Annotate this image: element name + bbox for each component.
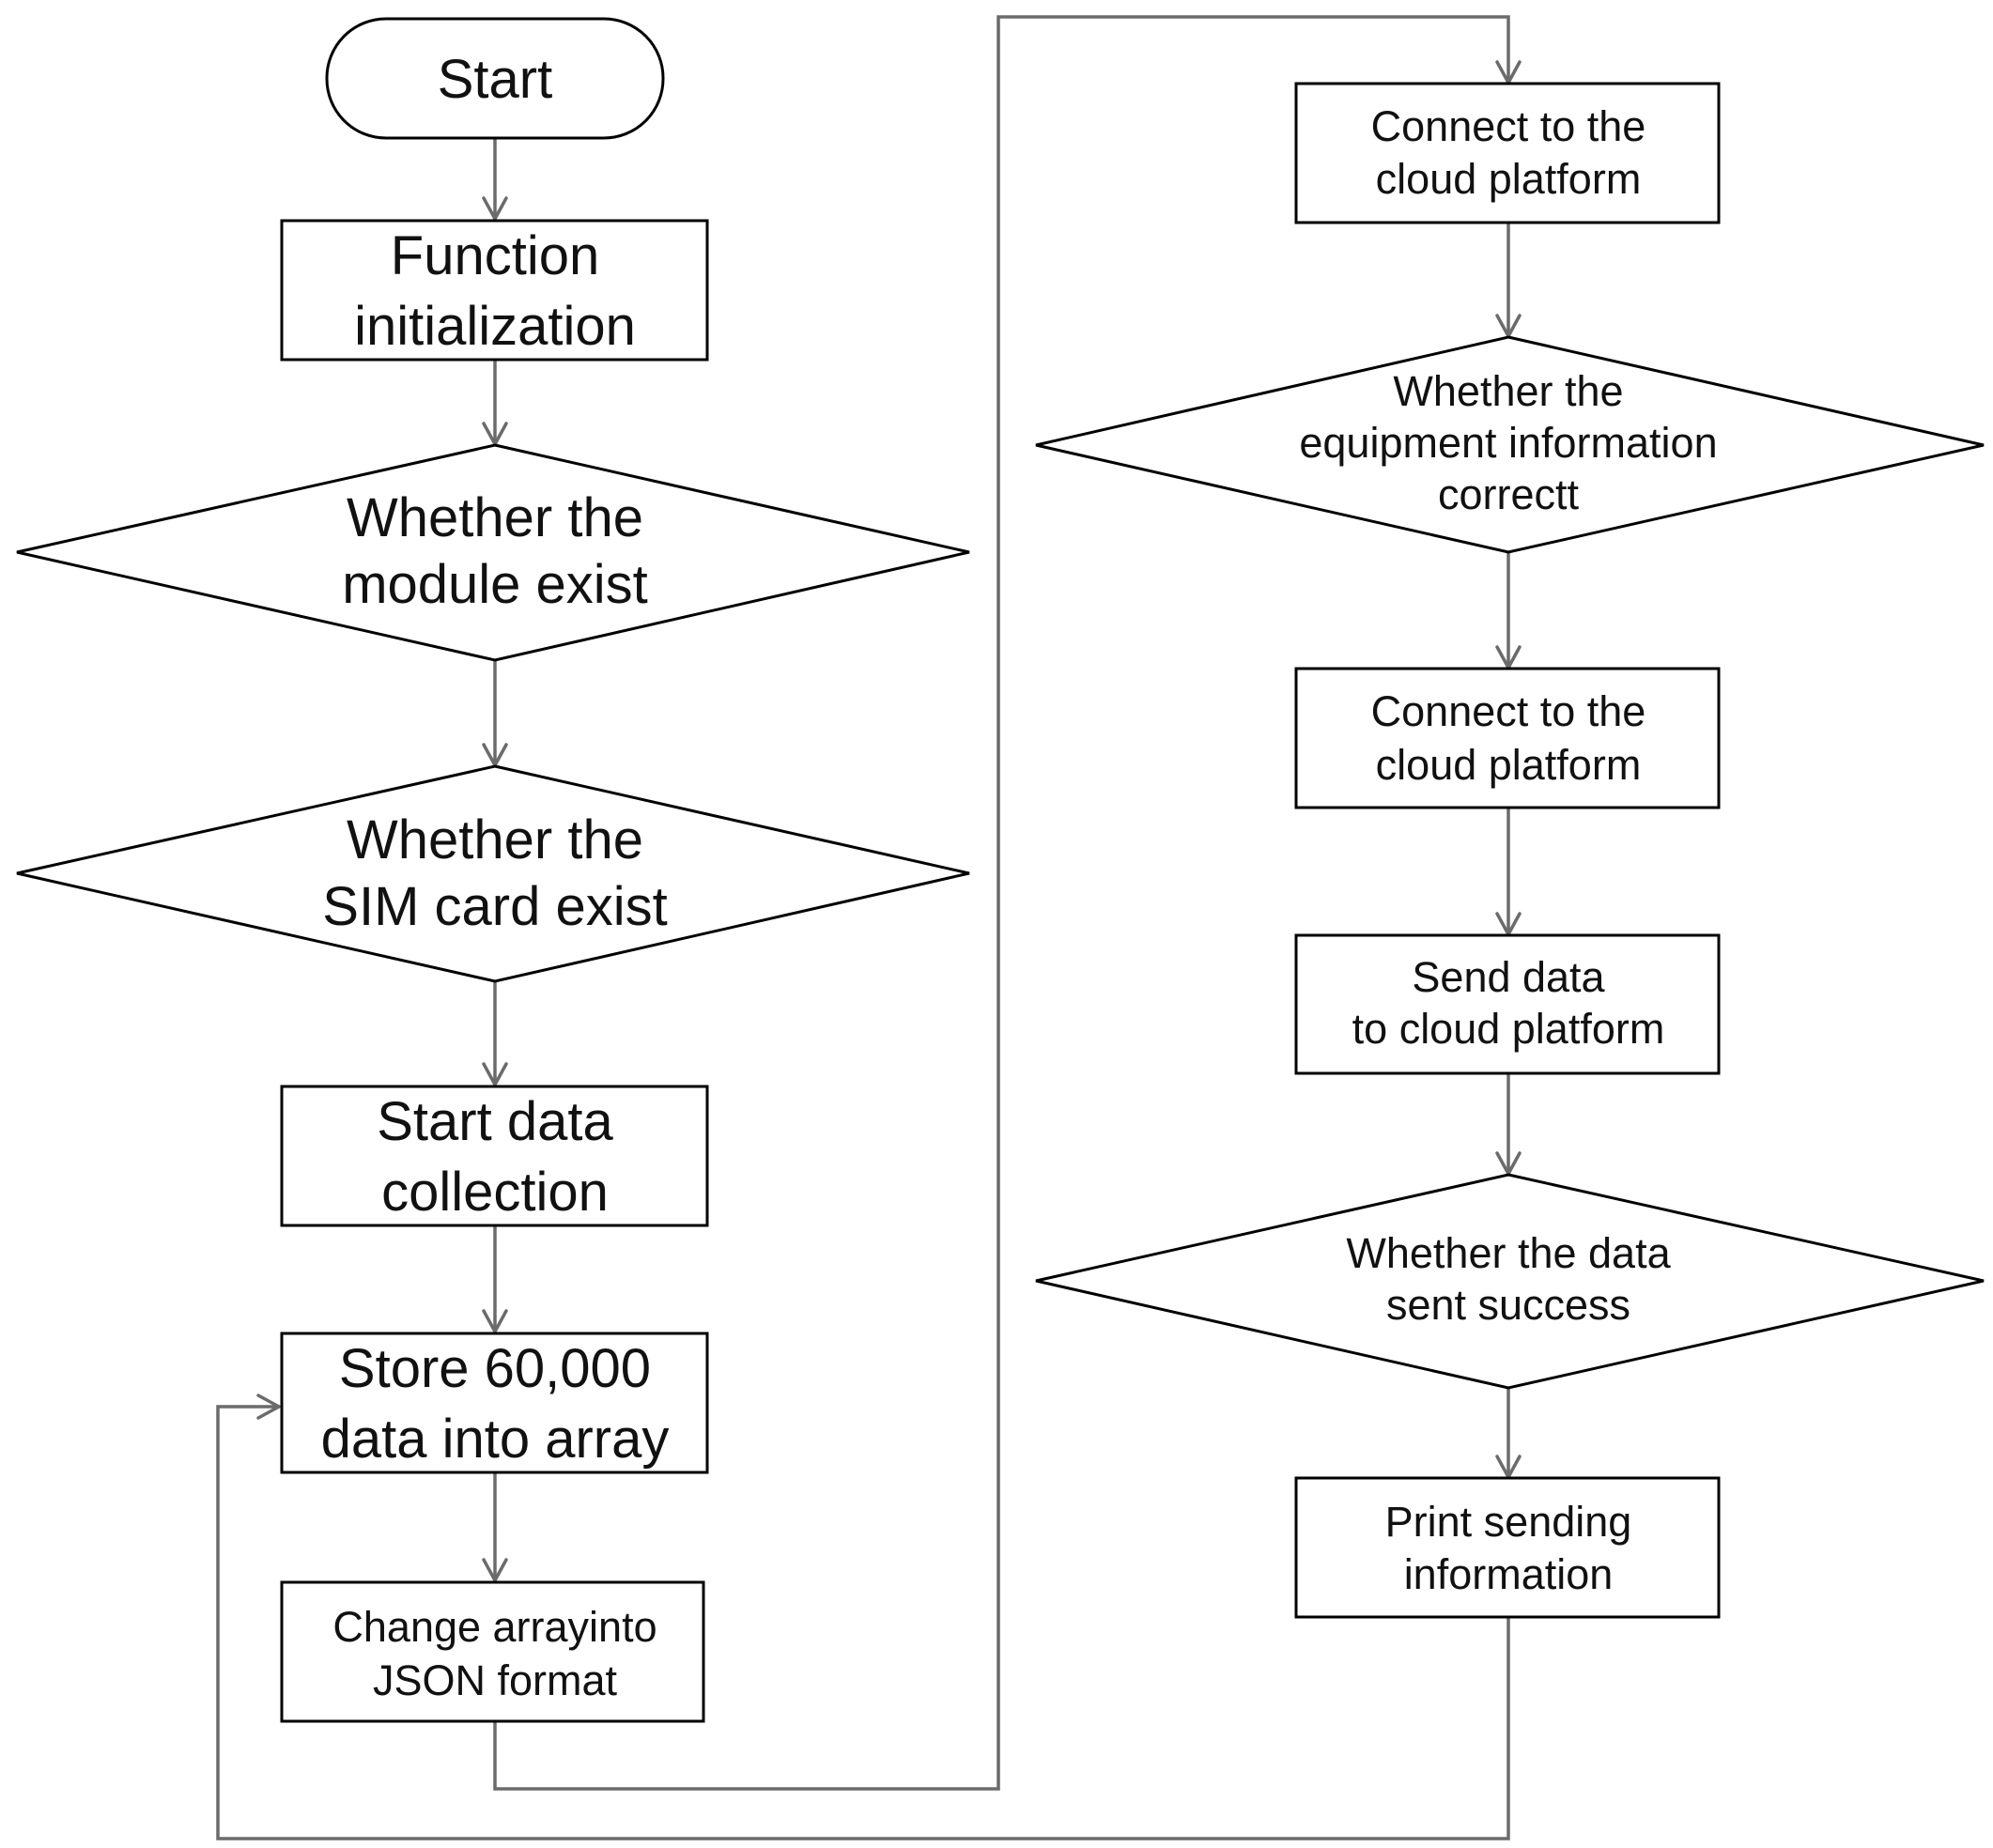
decision-diamond (1035, 335, 1985, 554)
node-label-line: Whether the (347, 487, 643, 548)
node-label-line: Print sending (1385, 1498, 1632, 1546)
node-connect-cloud-1: Connect to the cloud platform (1294, 82, 1721, 224)
node-label-line: correctt (1438, 470, 1580, 518)
node-start-data-collection: Start data collection (280, 1085, 709, 1227)
process-box (1294, 82, 1721, 224)
node-label-line: equipment information (1299, 419, 1717, 467)
process-box (280, 219, 709, 362)
node-label-line: data into array (321, 1409, 670, 1470)
node-label-line: SIM card exist (322, 876, 667, 937)
node-store-data: Store 60,000 data into array (280, 1332, 709, 1474)
arrowhead (256, 1394, 281, 1420)
arrowhead (482, 1558, 508, 1582)
arrowhead (482, 196, 508, 221)
node-label-line: cloud platform (1376, 155, 1642, 203)
node-label-line: to cloud platform (1352, 1005, 1665, 1053)
process-box (280, 1580, 705, 1723)
process-box (280, 1332, 709, 1474)
node-sim-card-exist: Whether the SIM card exist (16, 764, 970, 983)
node-start: Start (325, 17, 665, 140)
node-data-sent-success: Whether the data sent success (1035, 1173, 1985, 1390)
start-label: Start (438, 49, 553, 110)
node-label-line: information (1404, 1550, 1614, 1598)
node-equipment-correct: Whether the equipment information correc… (1035, 335, 1985, 554)
node-label-line: collection (381, 1162, 609, 1223)
node-label-line: Send data (1412, 953, 1605, 1001)
node-label-line: Function (391, 225, 599, 286)
node-label-line: Start data (377, 1091, 613, 1152)
node-label-line: module exist (342, 554, 648, 615)
node-label-line: Connect to the (1371, 102, 1646, 150)
process-box (1294, 667, 1721, 809)
arrowhead (482, 1309, 508, 1333)
node-label-line: Whether the data (1346, 1229, 1671, 1277)
decision-diamond (16, 443, 970, 662)
connector-print-loop-back (216, 1405, 1510, 1840)
node-label-line: sent success (1386, 1281, 1630, 1329)
node-label-line: JSON format (373, 1656, 618, 1704)
node-label-line: cloud platform (1376, 741, 1642, 789)
node-function-initialization: Function initialization (280, 219, 709, 362)
start-terminator (325, 17, 665, 140)
decision-diamond (16, 764, 970, 983)
node-module-exist: Whether the module exist (16, 443, 970, 662)
node-send-data: Send data to cloud platform (1294, 933, 1721, 1075)
node-label-line: Connect to the (1371, 687, 1646, 735)
decision-diamond (1035, 1173, 1985, 1390)
process-box (280, 1085, 709, 1227)
process-box (1294, 1476, 1721, 1619)
node-label-line: initialization (354, 296, 636, 357)
node-label-line: Whether the (1393, 367, 1623, 415)
node-label-line: Change arrayinto (332, 1603, 657, 1651)
node-print-info: Print sending information (1294, 1476, 1721, 1619)
node-connect-cloud-2: Connect to the cloud platform (1294, 667, 1721, 809)
connector-json-to-cloud (493, 15, 1510, 1791)
process-box (1294, 933, 1721, 1075)
connectors (216, 15, 1510, 1840)
arrowhead (482, 1062, 508, 1086)
node-label-line: Store 60,000 (339, 1338, 651, 1399)
node-label-line: Whether the (347, 809, 643, 870)
node-change-json: Change arrayinto JSON format (280, 1580, 705, 1723)
